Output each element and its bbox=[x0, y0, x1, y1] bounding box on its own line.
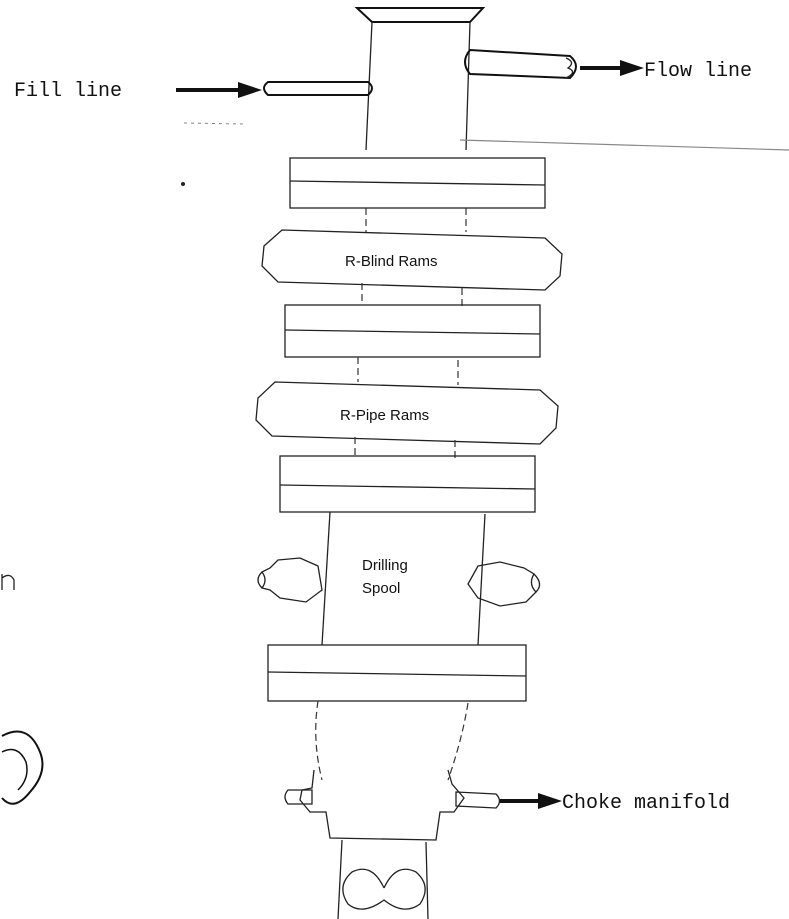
flange-3 bbox=[279, 455, 536, 513]
drilling-spool-body bbox=[321, 511, 486, 646]
blind-rams-body bbox=[261, 229, 563, 291]
drilling-spool-label-2: Spool bbox=[362, 580, 400, 597]
flow-line-pipe bbox=[464, 48, 577, 80]
fill-line-pipe bbox=[263, 81, 373, 96]
drilling-spool-label-1: Drilling bbox=[362, 557, 408, 574]
flow-line-arrow bbox=[580, 60, 644, 76]
spool-outlet-left bbox=[257, 557, 323, 603]
choke-manifold-arrow bbox=[500, 793, 562, 809]
margin-fragment-n bbox=[1, 574, 15, 590]
pipe-rams-label: R-Pipe Rams bbox=[340, 407, 429, 424]
fill-line-arrow bbox=[176, 82, 262, 98]
connector-2 bbox=[361, 283, 463, 310]
scan-line bbox=[459, 139, 789, 151]
flow-line-label: Flow line bbox=[644, 60, 752, 83]
flange-1 bbox=[289, 157, 546, 209]
fill-line-label: Fill line bbox=[14, 80, 122, 103]
flange-2 bbox=[284, 304, 541, 358]
choke-outlet-left bbox=[284, 789, 313, 805]
blind-rams-label: R-Blind Rams bbox=[345, 253, 438, 270]
lower-section bbox=[299, 700, 469, 841]
bell-nipple bbox=[354, 7, 486, 151]
wellhead-bottom bbox=[337, 839, 429, 919]
margin-fragment-curve bbox=[1, 730, 44, 805]
choke-manifold-label: Choke manifold bbox=[562, 792, 730, 815]
pipe-rams-body bbox=[255, 381, 559, 445]
connector-3 bbox=[357, 357, 459, 385]
connector-4 bbox=[354, 437, 456, 462]
stray-dot bbox=[181, 182, 185, 186]
connector-1 bbox=[365, 208, 467, 232]
scan-dots bbox=[183, 122, 246, 125]
spool-outlet-right bbox=[467, 561, 541, 607]
choke-outlet-right bbox=[455, 791, 501, 809]
flange-4 bbox=[267, 644, 527, 702]
